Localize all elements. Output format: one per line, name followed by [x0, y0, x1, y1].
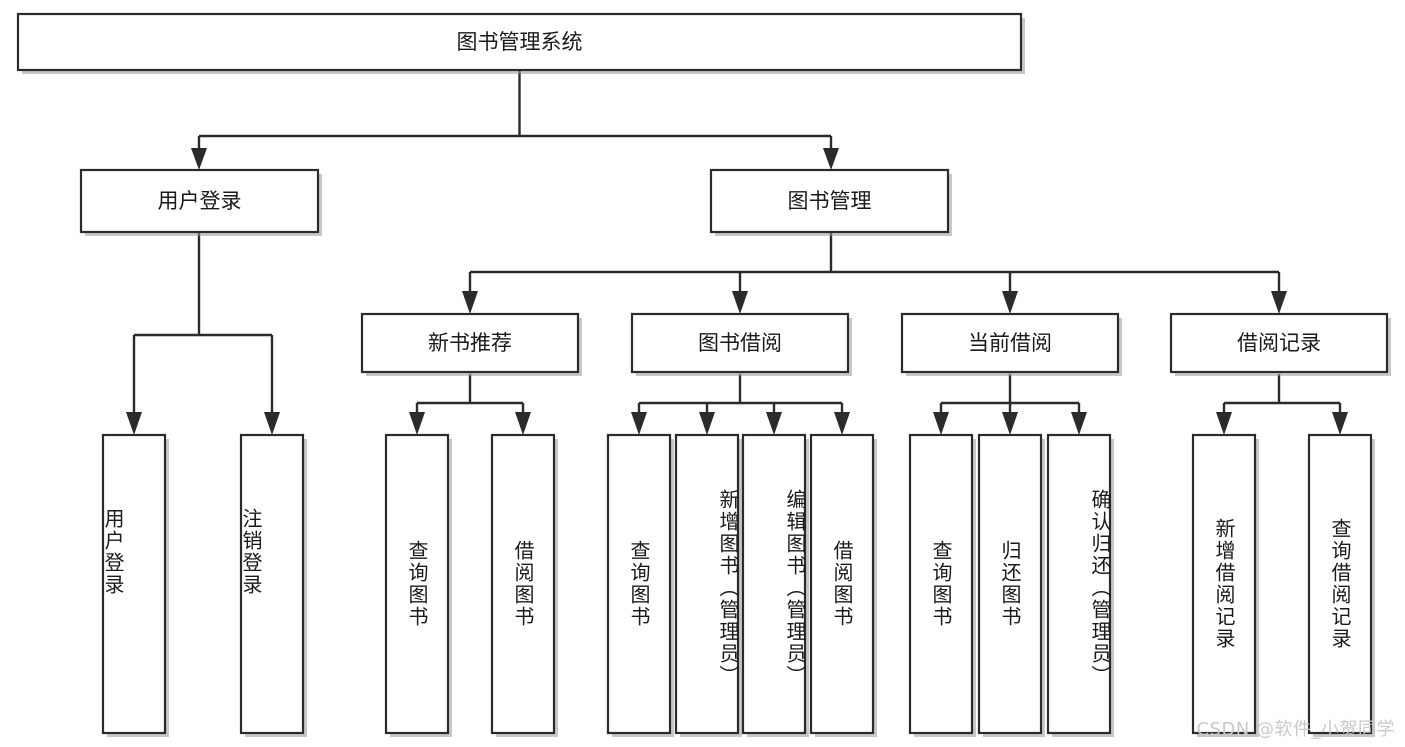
connector-bookborrow-to-leaves: [631, 374, 850, 435]
arrow-head-icon: [1071, 412, 1087, 435]
arrow-head-icon: [631, 412, 647, 435]
arrow-head-icon: [264, 412, 280, 435]
arrow-head-icon: [933, 412, 949, 435]
node-user-login-label: 用户登录: [158, 189, 242, 213]
leaf-box-query-book-3[interactable]: [908, 433, 974, 735]
leaf-box-confirm-return[interactable]: [1046, 433, 1112, 735]
arrow-head-icon: [834, 412, 850, 435]
arrow-head-icon: [699, 412, 715, 435]
arrow-head-icon: [1002, 412, 1018, 435]
leaf-box-user-login[interactable]: [101, 433, 167, 735]
node-book-management[interactable]: 图书管理: [709, 168, 952, 236]
leaf-box-borrow-book-1[interactable]: [490, 433, 556, 735]
arrow-head-icon: [191, 148, 207, 170]
node-new-book-recommend[interactable]: 新书推荐: [360, 312, 582, 376]
leaf-box-query-book-2[interactable]: [606, 433, 672, 735]
leaf-boxes: [101, 433, 1375, 737]
node-borrow-record[interactable]: 借阅记录: [1169, 312, 1391, 376]
node-book-borrow-label: 图书借阅: [698, 331, 782, 355]
leaf-box-add-record[interactable]: [1191, 433, 1257, 735]
arrow-head-icon: [515, 412, 531, 435]
arrow-head-icon: [1271, 291, 1287, 314]
arrow-head-icon: [1216, 412, 1232, 435]
leaf-box-borrow-book-2[interactable]: [809, 433, 875, 735]
node-book-management-label: 图书管理: [788, 189, 872, 213]
arrow-head-icon: [126, 412, 142, 435]
leaf-box-return-book[interactable]: [977, 433, 1043, 735]
node-current-borrow[interactable]: 当前借阅: [900, 312, 1122, 376]
leaf-box-query-book-1[interactable]: [384, 433, 450, 735]
arrow-head-icon: [1332, 412, 1348, 435]
node-book-borrow[interactable]: 图书借阅: [630, 312, 852, 376]
connector-root-to-level1: [191, 70, 839, 170]
leaf-box-add-book[interactable]: [674, 433, 740, 735]
leaf-box-logout[interactable]: [239, 433, 305, 735]
node-borrow-record-label: 借阅记录: [1237, 331, 1321, 355]
connector-bookmgmt-to-level2: [462, 232, 1287, 314]
arrow-head-icon: [823, 148, 839, 170]
connector-userlogin-to-leaves: [126, 232, 280, 435]
arrow-head-icon: [766, 412, 782, 435]
node-user-login[interactable]: 用户登录: [79, 168, 322, 236]
node-new-book-recommend-label: 新书推荐: [428, 331, 512, 355]
arrow-head-icon: [409, 412, 425, 435]
connector-borrowrecord-to-leaves: [1216, 374, 1348, 435]
connector-newbook-to-leaves: [409, 374, 531, 435]
node-current-borrow-label: 当前借阅: [968, 331, 1052, 355]
node-root[interactable]: 图书管理系统: [16, 12, 1025, 74]
leaf-box-edit-book[interactable]: [741, 433, 807, 735]
arrow-head-icon: [1002, 291, 1018, 314]
leaf-box-query-record[interactable]: [1307, 433, 1373, 735]
watermark-text: CSDN @软件_小贺同学: [1196, 719, 1395, 740]
node-root-label: 图书管理系统: [457, 30, 583, 54]
arrow-head-icon: [462, 291, 478, 314]
connector-currentborrow-to-leaves: [933, 374, 1087, 435]
arrow-head-icon: [732, 291, 748, 314]
